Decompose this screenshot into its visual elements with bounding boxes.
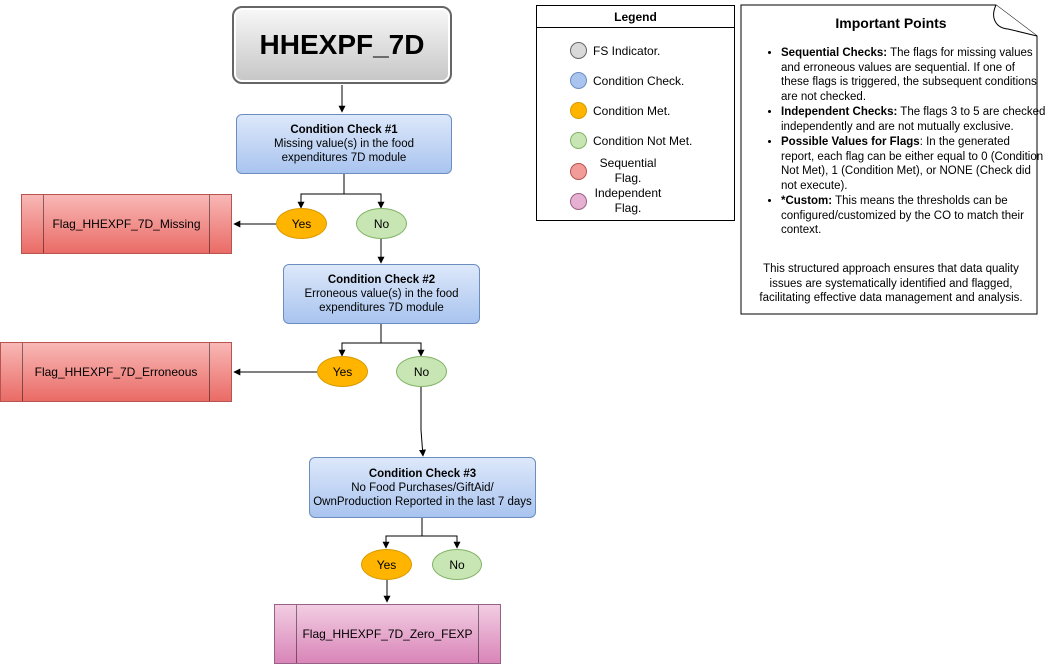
- arrow-check1-to-no: [344, 193, 385, 209]
- legend-swatch: [570, 42, 587, 59]
- arrow-check3-to-yes: [382, 518, 423, 549]
- legend-item-condition-not-met: Condition Not Met.: [570, 132, 692, 149]
- legend-swatch: [570, 102, 587, 119]
- notes-frame: [740, 4, 1038, 315]
- legend-title: Legend: [537, 6, 734, 28]
- arrow-no2-to-check3: [419, 387, 427, 457]
- condition-check-2-text: Erroneous value(s) in the food expenditu…: [304, 288, 459, 314]
- legend-box: Legend FS Indicator. Condition Check. Co…: [536, 5, 735, 221]
- no-outcome-1: No: [356, 208, 407, 239]
- legend-item-label: Sequential Flag.: [599, 156, 657, 185]
- yes-label: Yes: [291, 216, 312, 231]
- legend-item-condition-met: Condition Met.: [570, 102, 670, 119]
- condition-check-1-text: Missing value(s) in the food expenditure…: [274, 138, 414, 164]
- legend-item-label: FS Indicator.: [593, 43, 661, 58]
- notes-footer: This structured approach ensures that da…: [759, 263, 1023, 304]
- note-sequential-checks: Sequential Checks: The flags for missing…: [781, 46, 1046, 104]
- no-outcome-2: No: [396, 356, 447, 387]
- yes-label: Yes: [332, 364, 353, 379]
- notes-list: Sequential Checks: The flags for missing…: [751, 46, 1046, 239]
- legend-swatch: [570, 162, 587, 180]
- flag-missing: Flag_HHEXPF_7D_Missing: [21, 194, 232, 254]
- note-term: Independent Checks:: [781, 106, 898, 118]
- arrow-check2-to-no: [381, 342, 425, 357]
- flag-zero-fexp: Flag_HHEXPF_7D_Zero_FEXP: [274, 604, 501, 664]
- arrow-check3-to-no: [422, 535, 461, 549]
- note-text: : In the generated report, each flag can…: [781, 136, 1044, 192]
- flag-zero-fexp-label: Flag_HHEXPF_7D_Zero_FEXP: [302, 627, 473, 641]
- condition-check-2: Condition Check #2 Erroneous value(s) in…: [283, 264, 480, 324]
- notes-fold: [993, 4, 1038, 37]
- legend-item-label: Condition Check.: [593, 73, 685, 88]
- legend-item-label: Independent Flag.: [594, 186, 662, 215]
- no-label: No: [373, 216, 390, 231]
- indicator-title: HHEXPF_7D: [259, 29, 425, 60]
- no-outcome-3: No: [432, 549, 482, 580]
- legend-swatch: [570, 132, 587, 149]
- legend-item-independent-flag: Independent Flag.: [570, 186, 663, 216]
- legend-item-fs-indicator: FS Indicator.: [570, 42, 660, 59]
- condition-check-2-heading: Condition Check #2: [327, 274, 436, 286]
- yes-outcome-2: Yes: [317, 356, 368, 387]
- condition-check-3: Condition Check #3 No Food Purchases/Gif…: [309, 457, 536, 518]
- important-points-note: Important Points Sequential Checks: The …: [741, 5, 1045, 314]
- yes-outcome-3: Yes: [361, 549, 412, 580]
- notes-title: Important Points: [835, 15, 947, 31]
- legend-item-condition-check: Condition Check.: [570, 72, 684, 89]
- legend-item-label: Condition Met.: [593, 103, 671, 118]
- legend-item-sequential-flag: Sequential Flag.: [570, 156, 663, 186]
- note-independent-checks: Independent Checks: The flags 3 to 5 are…: [781, 105, 1046, 134]
- legend-item-label: Condition Not Met.: [593, 133, 693, 148]
- yes-label: Yes: [376, 557, 397, 572]
- flag-erroneous-label: Flag_HHEXPF_7D_Erroneous: [34, 365, 198, 379]
- legend-swatch: [570, 72, 587, 89]
- arrow-check1-to-yes: [297, 174, 345, 209]
- note-term: Sequential Checks:: [781, 47, 888, 59]
- note-text: The flags for missing values and erroneo…: [781, 47, 1037, 103]
- note-possible-values: Possible Values for Flags: In the genera…: [781, 135, 1046, 193]
- arrow-check2-to-yes: [338, 324, 382, 357]
- note-term: *Custom:: [781, 195, 833, 207]
- no-label: No: [449, 557, 465, 572]
- flag-erroneous: Flag_HHEXPF_7D_Erroneous: [0, 342, 232, 402]
- note-custom: *Custom: This means the thresholds can b…: [781, 194, 1046, 238]
- flag-missing-label: Flag_HHEXPF_7D_Missing: [52, 217, 201, 231]
- condition-check-1-heading: Condition Check #1: [290, 124, 398, 136]
- condition-check-1: Condition Check #1 Missing value(s) in t…: [236, 114, 452, 174]
- condition-check-3-heading: Condition Check #3: [368, 467, 477, 480]
- legend-swatch: [570, 192, 587, 210]
- note-text: This means the thresholds can be configu…: [781, 195, 1024, 236]
- note-text: The flags 3 to 5 are checked independent…: [781, 106, 1046, 133]
- note-term: Possible Values for Flags: [781, 136, 920, 148]
- yes-outcome-1: Yes: [276, 208, 327, 239]
- no-label: No: [413, 364, 430, 379]
- indicator-title-box: HHEXPF_7D: [232, 6, 452, 84]
- condition-check-3-text: No Food Purchases/GiftAid/ OwnProduction…: [313, 481, 532, 508]
